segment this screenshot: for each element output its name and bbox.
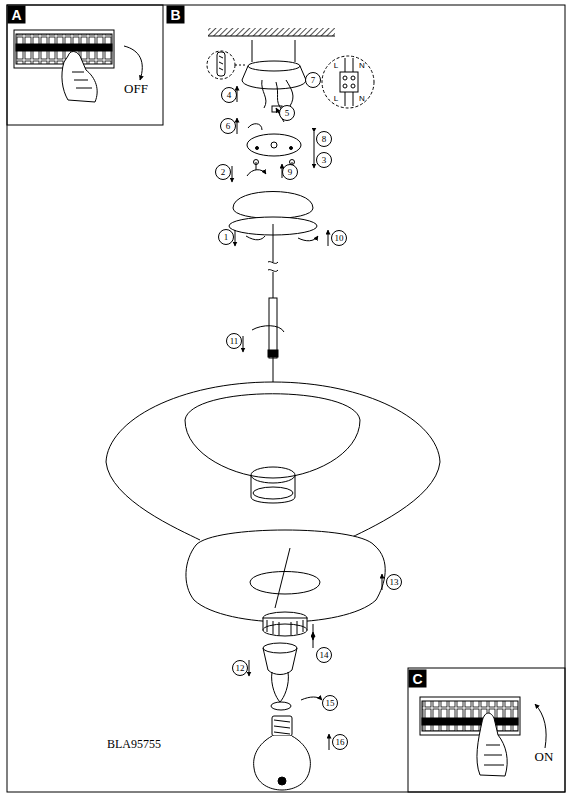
suspension-rod xyxy=(268,224,278,382)
breaker-off xyxy=(14,30,142,102)
callout-number: 4 xyxy=(227,91,232,100)
callout-circle xyxy=(222,88,237,103)
panel-c-tag xyxy=(409,670,426,687)
callout-circles xyxy=(216,73,402,750)
callout-circle xyxy=(333,735,348,750)
callout-number: 1 xyxy=(224,233,229,242)
callout-circle xyxy=(317,132,332,147)
callout-number: 15 xyxy=(326,699,335,708)
panel-letter: A xyxy=(11,8,21,22)
callout-circle xyxy=(219,230,234,245)
switch-state: ON xyxy=(535,750,554,763)
ceiling-bracket xyxy=(242,40,306,112)
breaker-on xyxy=(420,697,546,776)
panel-letter: C xyxy=(412,672,422,686)
callout-number: 2 xyxy=(221,168,226,177)
callout-number: 16 xyxy=(336,738,345,747)
callout-circle xyxy=(332,231,347,246)
terminal-label: L xyxy=(334,62,338,70)
upper-shade xyxy=(106,382,440,540)
switch-state: OFF xyxy=(124,82,148,95)
callout-number: 5 xyxy=(285,109,290,118)
callout-circle xyxy=(306,73,321,88)
callout-circle xyxy=(323,696,338,711)
model-number: BLA95755 xyxy=(107,738,161,750)
panel-a-tag xyxy=(8,6,25,23)
lampholder xyxy=(263,643,322,710)
callout-number: 14 xyxy=(320,651,329,660)
terminal-block-detail xyxy=(322,56,374,108)
terminal-label: N xyxy=(359,95,365,103)
ceiling xyxy=(208,28,335,36)
panel-b-tag xyxy=(167,6,184,23)
terminal-label: N xyxy=(359,62,365,70)
terminal-label: L xyxy=(334,95,338,103)
dowel-detail xyxy=(207,51,246,79)
panel-a-box xyxy=(7,5,163,125)
callout-circle xyxy=(283,165,298,180)
lower-shade xyxy=(186,530,385,622)
panel-letter: B xyxy=(170,8,180,22)
callout-number: 12 xyxy=(236,664,245,673)
callout-number: 13 xyxy=(390,578,399,587)
callout-number: 9 xyxy=(288,168,293,177)
callout-circle xyxy=(317,153,332,168)
callout-number: 7 xyxy=(311,76,316,85)
callout-number: 10 xyxy=(335,234,344,243)
callout-number: 8 xyxy=(322,135,327,144)
callout-circle xyxy=(317,648,332,663)
light-bulb xyxy=(254,716,311,790)
callout-circle xyxy=(387,575,402,590)
callout-circle xyxy=(216,165,231,180)
callout-number: 6 xyxy=(226,122,231,131)
socket-ring xyxy=(263,612,307,636)
callout-circle xyxy=(221,119,236,134)
panel-c-box xyxy=(408,668,565,792)
callout-number: 3 xyxy=(322,156,327,165)
callout-number: 11 xyxy=(230,337,239,346)
callout-circle xyxy=(227,334,242,349)
frame xyxy=(7,5,565,792)
callout-circle xyxy=(280,106,295,121)
action-arrows xyxy=(232,86,382,750)
callout-circle xyxy=(233,661,248,676)
